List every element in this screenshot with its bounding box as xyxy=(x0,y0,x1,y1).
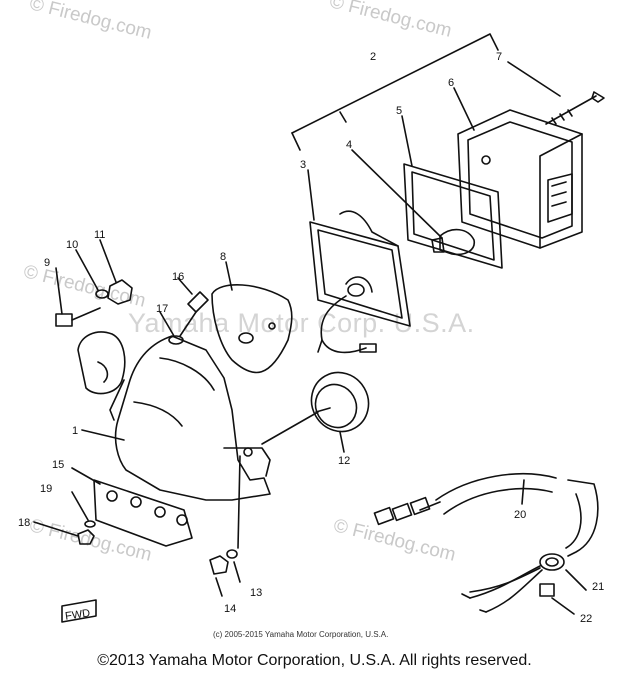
part-11-nut xyxy=(107,279,133,305)
part-9-bolt xyxy=(55,307,101,327)
callout-bracket xyxy=(291,33,499,134)
part-label-3: 3 xyxy=(300,159,306,171)
part-20-harness xyxy=(373,473,599,557)
part-4-bulb xyxy=(431,228,476,256)
callout-bracket xyxy=(339,111,347,123)
watermark-yamaha: Yamaha Motor Corp. U.S.A. xyxy=(128,308,475,338)
part-12-reflector xyxy=(310,371,370,433)
part-19-washer xyxy=(84,520,96,528)
part-label-11: 11 xyxy=(94,229,105,241)
part-10-washer xyxy=(95,289,109,299)
part-label-15: 15 xyxy=(52,459,64,471)
copyright-small: (c) 2005-2015 Yamaha Motor Corporation, … xyxy=(213,630,389,639)
part-label-16: 16 xyxy=(172,271,184,283)
leader-line-13 xyxy=(237,455,241,549)
callout-bracket xyxy=(291,132,301,151)
part-21-grommet xyxy=(461,553,565,613)
part-label-18: 18 xyxy=(18,517,30,529)
part-3-lamp-base xyxy=(309,210,411,354)
part-label-8: 8 xyxy=(220,251,226,263)
part-label-10: 10 xyxy=(66,239,78,251)
part-label-21: 21 xyxy=(592,581,604,593)
part-label-12: 12 xyxy=(338,455,350,467)
part-label-14: 14 xyxy=(224,603,236,615)
part-22-connector xyxy=(539,583,555,597)
part-label-6: 6 xyxy=(448,77,454,89)
part-label-9: 9 xyxy=(44,257,50,269)
part-14-nut xyxy=(209,555,229,575)
part-label-1: 1 xyxy=(72,425,78,437)
part-label-13: 13 xyxy=(250,587,262,599)
copyright-main: ©2013 Yamaha Motor Corporation, U.S.A. A… xyxy=(97,652,532,669)
part-5-gasket xyxy=(403,163,503,269)
part-label-20: 20 xyxy=(514,509,526,521)
part-label-4: 4 xyxy=(346,139,352,151)
part-label-19: 19 xyxy=(40,483,52,495)
part-label-17: 17 xyxy=(156,303,168,315)
part-8-plate xyxy=(211,284,293,374)
part-1-bracket xyxy=(77,331,271,501)
part-16-bolt xyxy=(179,291,209,337)
part-label-2: 2 xyxy=(370,51,376,63)
part-label-5: 5 xyxy=(396,105,402,117)
part-18-nut xyxy=(77,529,95,545)
leader-line-12 xyxy=(261,411,319,445)
part-13-washer xyxy=(226,549,238,559)
part-label-22: 22 xyxy=(580,613,592,625)
part-7-screw xyxy=(545,91,605,125)
part-number-labels: 1 2 3 4 5 6 7 8 9 10 11 12 13 14 15 16 1… xyxy=(18,51,604,625)
part-15-bar xyxy=(93,479,193,547)
part-label-7: 7 xyxy=(496,51,502,63)
fwd-arrow-icon xyxy=(61,599,97,623)
part-6-lens xyxy=(457,109,583,249)
fwd-label: FWD xyxy=(64,607,91,622)
